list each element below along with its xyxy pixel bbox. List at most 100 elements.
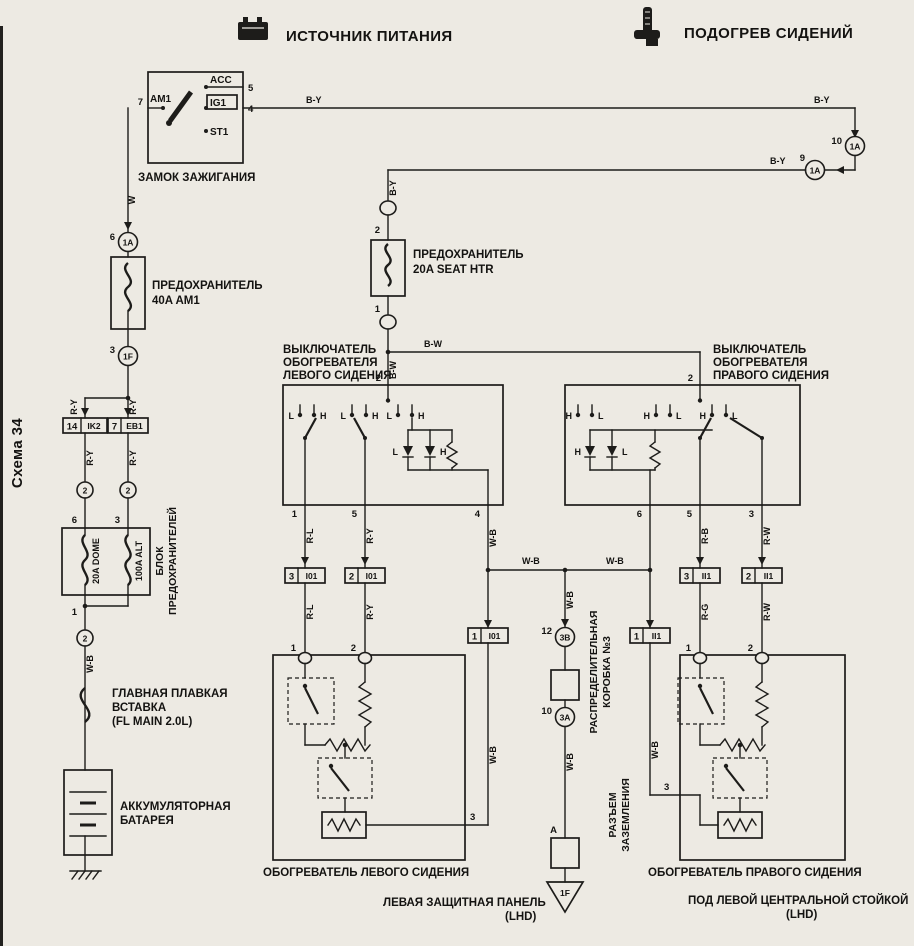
pin-2: 2 bbox=[375, 225, 380, 236]
left-switch-label-3: ЛЕВОГО СИДЕНИЯ bbox=[283, 370, 391, 382]
battery-symbol bbox=[63, 769, 113, 856]
wire-label-b-y: B-Y bbox=[814, 95, 830, 105]
fuse-element bbox=[384, 243, 392, 287]
pin-9: 9 bbox=[800, 153, 805, 164]
left-heater-label: ОБОГРЕВАТЕЛЬ ЛЕВОГО СИДЕНИЯ bbox=[263, 867, 469, 879]
pin-1: 1 bbox=[72, 607, 78, 618]
fuse-block-label-1: БЛОК bbox=[154, 546, 166, 576]
footer-right-lhd: (LHD) bbox=[786, 909, 817, 921]
diode-l-icon bbox=[606, 429, 618, 471]
fuse-element bbox=[123, 262, 133, 312]
diode-l-label: L bbox=[622, 447, 628, 457]
right-switch-output-wires: R-B 3 II1 R-G R-W 2 II1 R-W bbox=[679, 504, 783, 653]
seat-icon bbox=[634, 7, 660, 46]
fuse-20a-label-1: ПРЕДОХРАНИТЕЛЬ bbox=[413, 249, 524, 261]
wire-label-b-y: B-Y bbox=[388, 180, 398, 196]
right-heater-label: ОБОГРЕВАТЕЛЬ ПРАВОГО СИДЕНИЯ bbox=[648, 867, 862, 879]
terminal-acc: ACC bbox=[210, 75, 232, 86]
contact-l: L bbox=[676, 411, 682, 421]
pin-6: 6 bbox=[110, 232, 115, 243]
terminal-am1: AM1 bbox=[150, 94, 172, 105]
ground-connector-label-1: РАЗЪЕМ bbox=[607, 792, 619, 837]
wire-label-r-y: R-Y bbox=[85, 450, 95, 466]
pin-2: 2 bbox=[746, 572, 751, 583]
wire-label-r-g: R-G bbox=[700, 604, 710, 621]
terminal-st1: ST1 bbox=[210, 127, 229, 138]
wire-run-ig1-b-y: B-Y B-Y 1A 10 1A 9 B-Y B-Y bbox=[242, 95, 866, 202]
pin-2: 2 bbox=[748, 643, 753, 654]
connector-oval bbox=[692, 651, 708, 665]
pin-2: 2 bbox=[351, 643, 356, 654]
pin-3: 3 bbox=[470, 812, 475, 823]
wire-label-w-b: W-B bbox=[565, 753, 575, 771]
pin-3: 3 bbox=[115, 515, 120, 526]
pin-3: 3 bbox=[110, 345, 115, 356]
thermostat-box bbox=[677, 677, 725, 725]
contact-h: H bbox=[418, 411, 425, 421]
connector-ii1-label: II1 bbox=[652, 631, 662, 641]
pin-3: 3 bbox=[664, 782, 669, 793]
contact-l: L bbox=[598, 411, 604, 421]
pin-2: 2 bbox=[376, 373, 381, 384]
ground-triangle-label: 1F bbox=[560, 888, 570, 898]
fuse-block-label-2: ПРЕДОХРАНИТЕЛЕЙ bbox=[166, 507, 179, 615]
ground-network: W-B W-B W-B 1 I01 W-B 3 W-B 3B 12 3A 10 … bbox=[464, 504, 681, 914]
connector-1a-left-label: 1A bbox=[123, 238, 134, 248]
connector-1f-label: 1F bbox=[123, 352, 133, 362]
header-power-source: ИСТОЧНИК ПИТАНИЯ bbox=[238, 17, 453, 45]
pin-1: 1 bbox=[292, 509, 298, 520]
power-source-column: W 1A 6 ПРЕДОХРАНИТЕЛЬ 40A AM1 1F 3 R-Y R… bbox=[61, 107, 263, 880]
fuse-20a-label-2: 20A SEAT HTR bbox=[413, 264, 494, 276]
fuse-element bbox=[124, 534, 132, 586]
wire-label-w-b: W-B bbox=[488, 746, 498, 764]
pin-3: 3 bbox=[289, 572, 294, 583]
pin-2: 2 bbox=[688, 373, 693, 384]
ground-symbol bbox=[69, 854, 102, 880]
pin-10: 10 bbox=[541, 706, 552, 717]
pin-1: 1 bbox=[686, 643, 692, 654]
connector-i01-label: I01 bbox=[366, 571, 378, 581]
connector-2-label: 2 bbox=[126, 486, 131, 496]
wire-label-b-w: B-W bbox=[388, 361, 398, 379]
right-switch-label-1: ВЫКЛЮЧАТЕЛЬ bbox=[713, 344, 806, 356]
ignition-switch: AM1 ACC IG1 ST1 7 5 4 ЗАМОК ЗАЖИГАНИЯ bbox=[138, 71, 255, 184]
connector-ii1-label: II1 bbox=[702, 571, 712, 581]
battery-label-2: БАТАРЕЯ bbox=[120, 815, 174, 827]
pin-5: 5 bbox=[248, 83, 254, 94]
left-switch-label-1: ВЫКЛЮЧАТЕЛЬ bbox=[283, 344, 376, 356]
wire-label-r-y: R-Y bbox=[365, 604, 375, 620]
fl-main-label-2: ВСТАВКА bbox=[112, 702, 166, 714]
fuse-dome-label: 20A DOME bbox=[91, 538, 101, 584]
fuse-40a-label-1: ПРЕДОХРАНИТЕЛЬ bbox=[152, 280, 263, 292]
terminal-ig1: IG1 bbox=[210, 98, 227, 109]
wire-label-r-l: R-L bbox=[305, 604, 315, 619]
wire-label-w-b: W-B bbox=[85, 655, 95, 673]
pin-14: 14 bbox=[67, 422, 78, 433]
junction-box-label-2: КОРОБКА №3 bbox=[601, 636, 613, 708]
connector-1a-mid-label: 1A bbox=[810, 166, 821, 176]
diode-l-icon bbox=[402, 429, 414, 471]
wire-label-r-w: R-W bbox=[762, 527, 772, 545]
scheme-number: Схема 34 bbox=[9, 418, 26, 488]
ground-triangle bbox=[545, 881, 585, 914]
pin-7: 7 bbox=[138, 97, 143, 108]
fusible-link-element bbox=[79, 687, 91, 723]
ig1-terminal-box bbox=[206, 94, 238, 110]
wire-label-r-y: R-Y bbox=[365, 528, 375, 544]
connector-oval bbox=[379, 200, 397, 216]
pin-1: 1 bbox=[291, 643, 297, 654]
power-source-title: ИСТОЧНИК ПИТАНИЯ bbox=[286, 28, 453, 45]
pin-3: 3 bbox=[684, 572, 689, 583]
connector-oval bbox=[357, 651, 373, 665]
pin-5: 5 bbox=[352, 509, 358, 520]
connector-2-label: 2 bbox=[83, 634, 88, 644]
key-icon bbox=[166, 90, 194, 126]
contact-l: L bbox=[387, 411, 393, 421]
ground-connector-label-2: ЗАЗЕМЛЕНИЯ bbox=[620, 778, 632, 852]
footer-right-label: ПОД ЛЕВОЙ ЦЕНТРАЛЬНОЙ СТОЙКОЙ bbox=[688, 894, 908, 907]
contact-l: L bbox=[341, 411, 347, 421]
pin-4: 4 bbox=[248, 104, 254, 115]
seat-heating-title: ПОДОГРЕВ СИДЕНИЙ bbox=[684, 24, 853, 42]
